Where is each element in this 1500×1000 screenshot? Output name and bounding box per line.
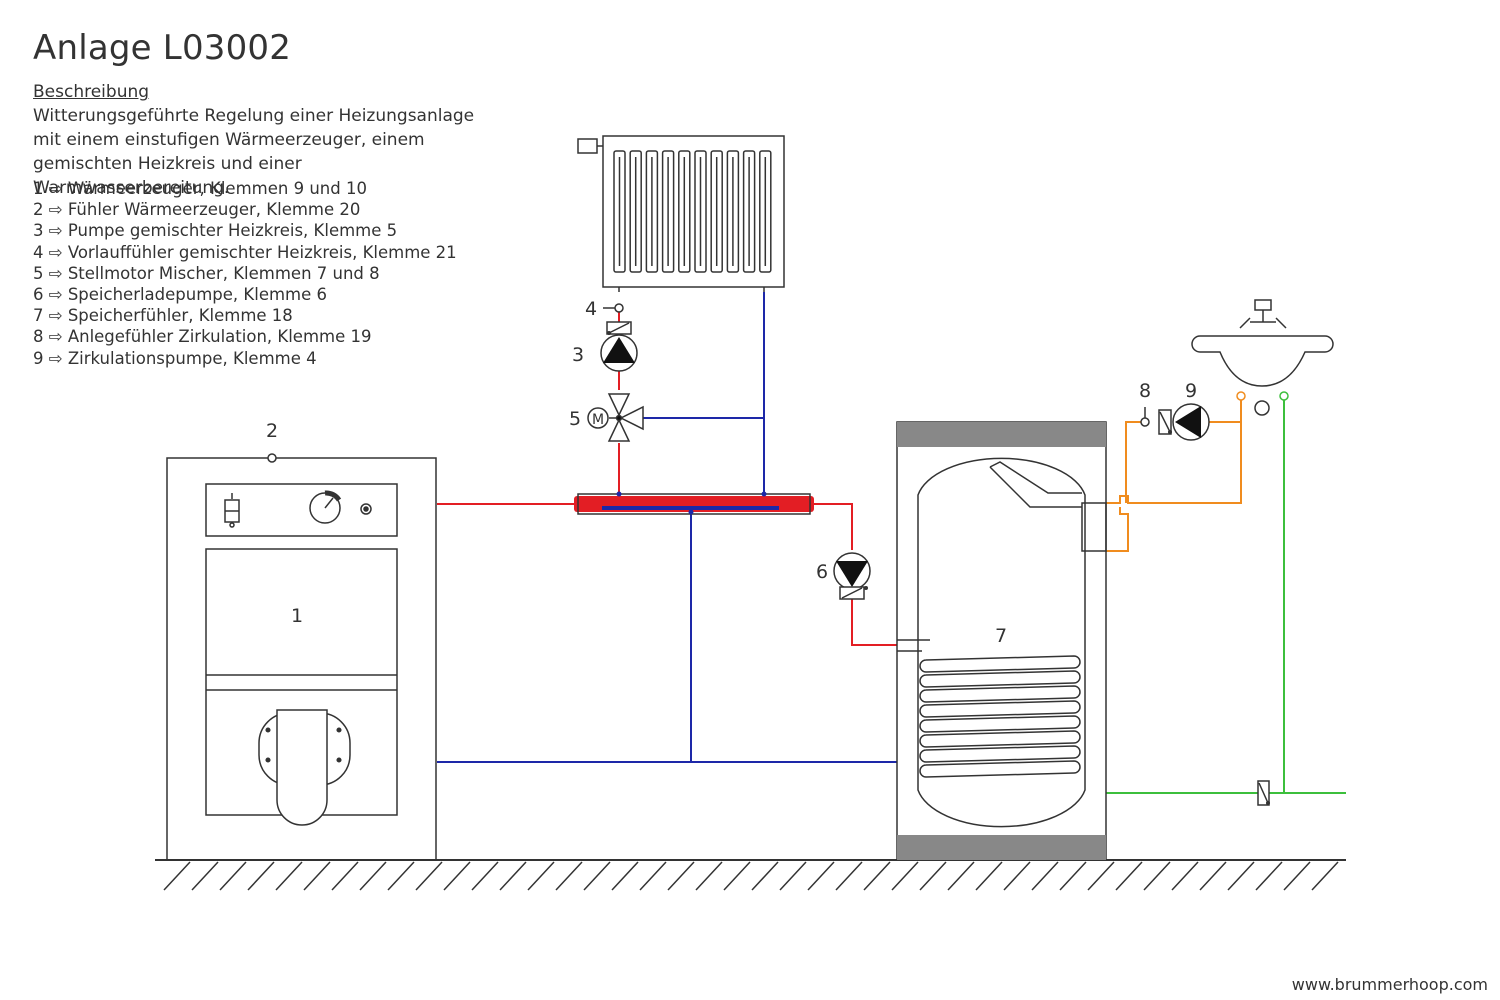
legend-arrow-icon: ⇨ bbox=[48, 221, 63, 241]
cold-water-pipes bbox=[1106, 399, 1346, 794]
mixer-motor-symbol: M bbox=[592, 412, 604, 428]
description-heading: Beschreibung bbox=[33, 82, 150, 102]
legend-arrow-icon: ⇨ bbox=[48, 263, 63, 283]
boiler-sensor-icon bbox=[267, 453, 277, 463]
label-boiler: 1 bbox=[291, 605, 303, 627]
legend-text: Vorlauffühler gemischter Heizkreis, Klem… bbox=[67, 242, 457, 262]
label-heating-pump: 3 bbox=[572, 344, 584, 366]
legend-arrow-icon: ⇨ bbox=[48, 200, 63, 220]
storage-pump-icon bbox=[833, 552, 871, 600]
legend-item: 4 ⇨ Vorlauffühler gemischter Heizkreis, … bbox=[33, 242, 457, 263]
legend-item: 5 ⇨ Stellmotor Mischer, Klemmen 7 und 8 bbox=[33, 263, 457, 284]
legend-arrow-icon: ⇨ bbox=[48, 306, 63, 326]
label-storage-pump: 6 bbox=[816, 561, 828, 583]
legend-item: 2 ⇨ Fühler Wärmeerzeuger, Klemme 20 bbox=[33, 199, 457, 220]
storage-tank bbox=[896, 421, 1107, 861]
supply-pipes bbox=[437, 312, 897, 646]
label-storage-sensor: 7 bbox=[995, 625, 1007, 647]
indicator-light-icon bbox=[360, 503, 372, 515]
legend-text: Fühler Wärmeerzeuger, Klemme 20 bbox=[67, 200, 361, 220]
circulation-sensor-icon bbox=[1140, 407, 1150, 427]
legend-arrow-icon: ⇨ bbox=[48, 285, 63, 305]
legend-arrow-icon: ⇨ bbox=[48, 348, 63, 368]
legend-arrow-icon: ⇨ bbox=[48, 179, 63, 198]
legend-item: 9 ⇨ Zirkulationspumpe, Klemme 4 bbox=[33, 348, 457, 369]
legend-number: 5 bbox=[33, 263, 44, 283]
floor bbox=[155, 859, 1346, 891]
legend-arrow-icon: ⇨ bbox=[48, 327, 63, 347]
legend-number: 7 bbox=[33, 306, 44, 326]
circulation-pump-icon bbox=[1158, 403, 1210, 441]
label-boiler-sensor: 2 bbox=[266, 420, 278, 442]
legend-item: 7 ⇨ Speicherfühler, Klemme 18 bbox=[33, 305, 457, 326]
description-text: Witterungsgeführte Regelung einer Heizun… bbox=[33, 106, 475, 198]
sink-icon bbox=[1191, 299, 1334, 416]
label-flow-sensor: 4 bbox=[585, 298, 597, 320]
legend-item: 1 ⇨ Wärmeerzeuger, Klemmen 9 und 10 bbox=[33, 178, 457, 199]
label-circulation-sensor: 8 bbox=[1139, 380, 1151, 402]
check-valve-icon bbox=[1257, 780, 1270, 806]
legend-number: 8 bbox=[33, 327, 44, 347]
legend-number: 9 bbox=[33, 348, 44, 368]
mixing-valve-icon bbox=[587, 393, 644, 442]
heating-pump-icon bbox=[600, 321, 638, 372]
return-pipes bbox=[437, 292, 897, 763]
legend-text: Speicherladepumpe, Klemme 6 bbox=[67, 285, 328, 305]
boiler bbox=[166, 457, 437, 861]
legend-number: 3 bbox=[33, 221, 44, 241]
legend-number: 2 bbox=[33, 200, 44, 220]
label-circulation-pump: 9 bbox=[1185, 380, 1197, 402]
legend-item: 8 ⇨ Anlegefühler Zirkulation, Klemme 19 bbox=[33, 326, 457, 347]
legend-text: Zirkulationspumpe, Klemme 4 bbox=[67, 348, 317, 368]
legend-text: Stellmotor Mischer, Klemmen 7 und 8 bbox=[67, 263, 380, 283]
power-switch-icon bbox=[224, 493, 240, 528]
legend-number: 6 bbox=[33, 285, 44, 305]
legend-item: 6 ⇨ Speicherladepumpe, Klemme 6 bbox=[33, 284, 457, 305]
hot-water-pipes bbox=[1106, 399, 1242, 552]
legend-arrow-icon: ⇨ bbox=[48, 242, 63, 262]
boiler-control-panel bbox=[205, 483, 398, 537]
legend-text: Speicherfühler, Klemme 18 bbox=[67, 306, 293, 326]
legend-number: 1 bbox=[33, 179, 44, 198]
label-mixer-motor: 5 bbox=[569, 408, 581, 430]
burner-icon bbox=[258, 709, 351, 826]
flow-sensor-icon bbox=[603, 303, 624, 313]
page-title: Anlage L03002 bbox=[33, 28, 292, 68]
thermostat-dial-icon bbox=[309, 490, 342, 524]
legend-number: 4 bbox=[33, 242, 44, 262]
legend-text: Wärmeerzeuger, Klemmen 9 und 10 bbox=[67, 179, 367, 198]
radiator bbox=[577, 135, 785, 292]
description: Beschreibung Witterungsgeführte Regelung… bbox=[33, 80, 503, 200]
legend-text: Pumpe gemischter Heizkreis, Klemme 5 bbox=[67, 221, 398, 241]
legend-item: 3 ⇨ Pumpe gemischter Heizkreis, Klemme 5 bbox=[33, 220, 457, 241]
footer-url: www.brummerhoop.com bbox=[1291, 975, 1488, 994]
hydraulic-separator bbox=[574, 491, 814, 515]
legend-text: Anlegefühler Zirkulation, Klemme 19 bbox=[67, 327, 372, 347]
